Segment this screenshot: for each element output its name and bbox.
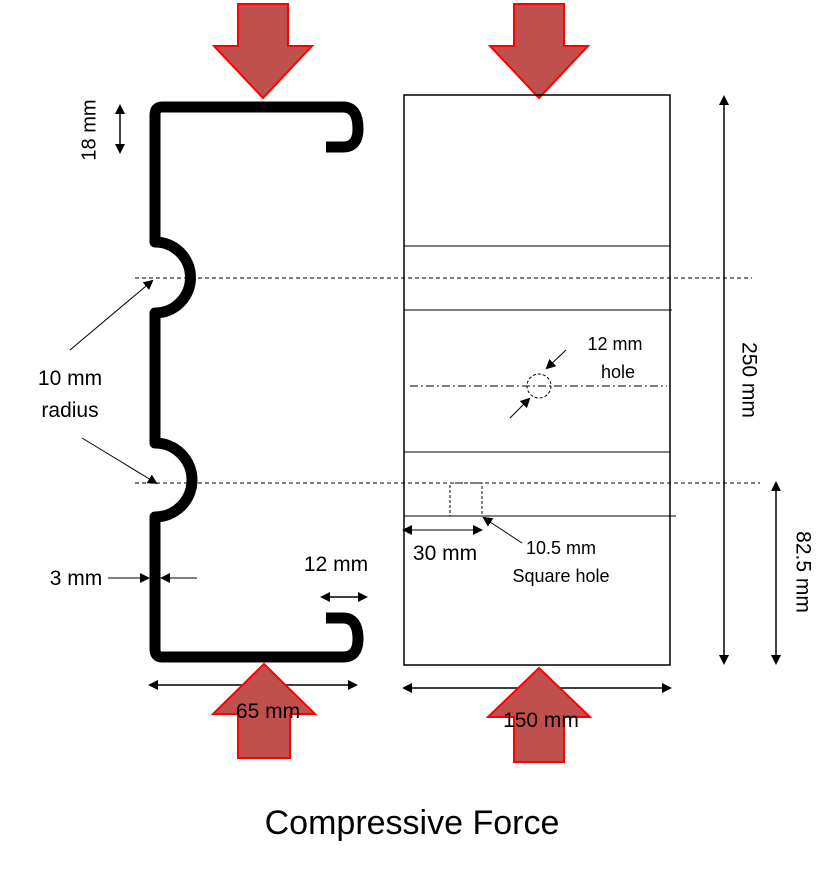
square-hole-leader [482,516,523,544]
plate-outline [403,94,671,666]
hole-leader-lower [509,397,531,419]
square-hole [449,482,483,517]
square-hole-label-line1: 10.5 mm [526,538,596,558]
hole-label-line1: 12 mm [587,334,642,354]
radius-label-line2: radius [41,399,98,422]
flange-height-label: 18 mm [78,99,100,160]
square-hole-label-line2: Square hole [512,566,609,586]
force-arrow-icon [487,3,591,100]
radius-leader-upper [69,279,154,351]
square-height-label: 82.5 mm [791,531,814,613]
hole-offset-label: 30 mm [413,542,477,565]
force-arrow-icon [210,662,318,759]
section-profile [149,101,364,663]
section-width-label: 65 mm [236,700,300,723]
round-hole [526,373,552,399]
hole-label-line2: hole [601,362,635,382]
force-arrow-icon [211,3,315,100]
radius-leader-lower [81,437,158,485]
plate-width-label: 150 mm [503,709,579,732]
force-arrow-icon [485,666,593,763]
thickness-label: 3 mm [50,567,103,590]
radius-label-line1: 10 mm [38,367,102,390]
length-label: 250 mm [737,342,760,418]
lip-width-label: 12 mm [304,553,368,576]
diagram-caption: Compressive Force [265,804,560,842]
hole-leader-upper [545,349,567,370]
